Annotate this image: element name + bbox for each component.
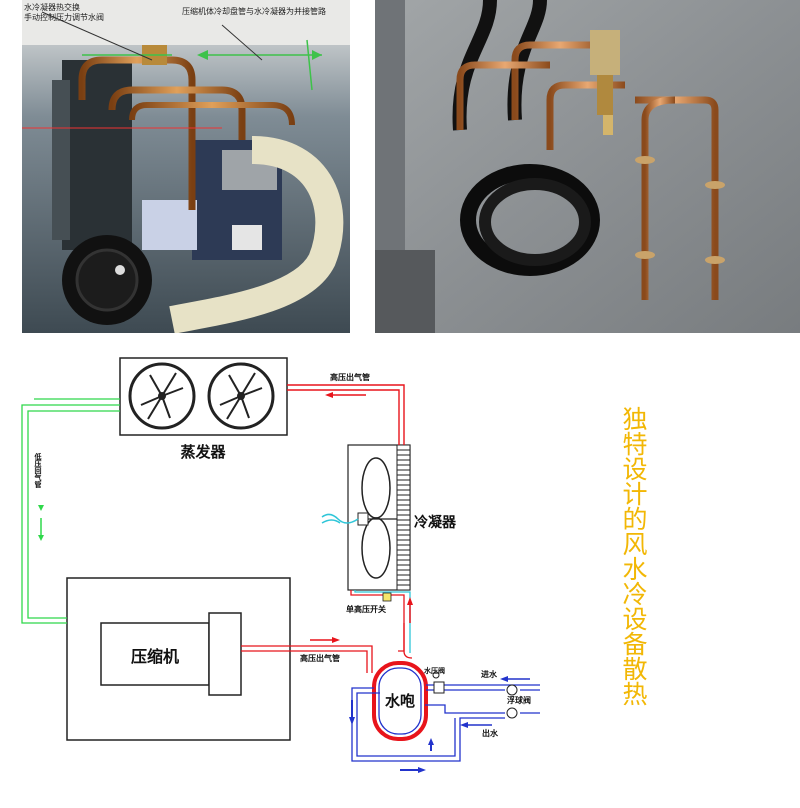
fan-icon [207, 362, 275, 430]
photo-annotation-1: 水冷凝器热交换 手动控制压力调节水阀 [24, 2, 104, 22]
water-tank [372, 661, 428, 741]
high-pressure-discharge-bottom [241, 645, 373, 673]
water-coil-illustration [375, 0, 800, 333]
hp-discharge-bottom-label: 高压出气管 [300, 653, 340, 663]
water-lines [351, 684, 540, 762]
side-caption: 独特设计的风水冷设备散热 [619, 406, 648, 706]
arrow-icon [460, 722, 468, 728]
water-valve-label: 水压阀 [424, 666, 445, 675]
arrow-icon [325, 392, 333, 398]
fan-icon [128, 362, 196, 430]
compressor-label: 压缩机 [131, 647, 179, 666]
water-pump-label: 水咆 [385, 692, 415, 710]
float-valve-icon [506, 684, 518, 696]
condenser-label: 冷凝器 [414, 514, 457, 531]
arrow-icon [500, 676, 508, 682]
arrow-icon [428, 738, 434, 745]
condenser-outlet-line [350, 590, 413, 659]
low-pressure-return-line [21, 398, 120, 624]
evaporator-unit [119, 357, 288, 436]
water-out-label: 出水 [482, 728, 499, 738]
arrow-icon [407, 597, 413, 605]
evaporator-label: 蒸发器 [180, 443, 226, 461]
photo-annotation-2: 压缩机体冷却盘管与水冷凝器为并接管路 [182, 6, 326, 16]
high-pressure-discharge-top [287, 384, 405, 445]
float-valve-icon [506, 707, 518, 719]
water-coil-photo [375, 0, 800, 333]
condenser-unit [321, 444, 411, 591]
low-pressure-return-label: 低压回气管 [34, 452, 43, 489]
arrow-icon [332, 637, 340, 643]
chiller-unit-photo: 水冷凝器热交换 手动控制压力调节水阀 压缩机体冷却盘管与水冷凝器为并接管路 [22, 0, 350, 333]
arrow-icon [418, 767, 426, 773]
water-in-label: 进水 [481, 669, 498, 679]
fan-blade-icon [357, 457, 397, 579]
cooling-system-diagram: 蒸发器 冷凝器 [21, 357, 540, 773]
arrow-icon [349, 717, 355, 725]
hp-discharge-top-label: 高压出气管 [330, 372, 370, 382]
chiller-unit-illustration: 水冷凝器热交换 手动控制压力调节水阀 压缩机体冷却盘管与水冷凝器为并接管路 [22, 0, 350, 333]
pressure-switch-icon [382, 592, 392, 602]
arrow-icon [38, 505, 44, 511]
water-valve-icon [433, 681, 445, 694]
float-valve-label: 浮球阀 [507, 695, 531, 705]
compressor-unit [66, 577, 291, 741]
hp-switch-label: 单高压开关 [346, 604, 386, 614]
